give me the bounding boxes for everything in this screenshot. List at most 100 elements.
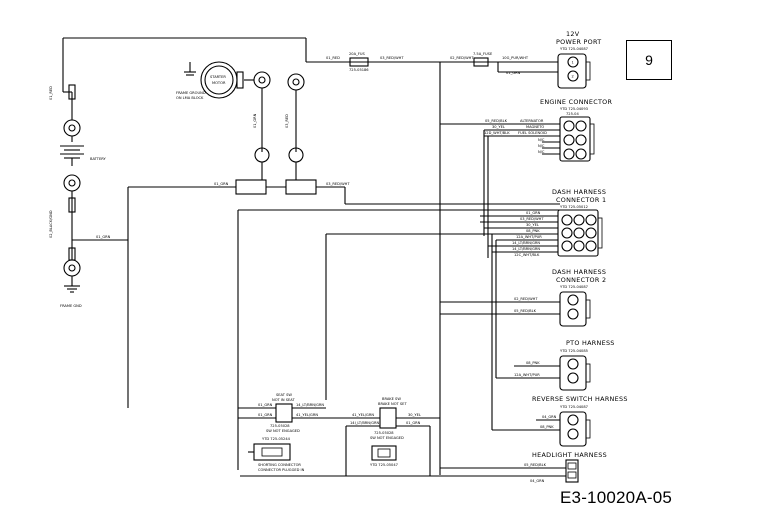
pto-connector: PTO HARNESS YTD 725-04085 08_PNK 12A_WHT… — [496, 339, 615, 391]
hl-a: 05_RED/BLK — [524, 463, 547, 467]
engine-sub: 725-04 — [566, 112, 579, 116]
hl-b: 04_GRN — [530, 479, 545, 483]
mid-grn-label: 01_GRN — [253, 113, 257, 128]
dash2-title: DASH HARNESS — [552, 268, 606, 276]
seat-plug-line2: SW NOT ENGAGED — [266, 429, 300, 433]
drawing-code: E3-10020A-05 — [560, 488, 673, 507]
seat-sw-line1: SEAT SW — [276, 393, 292, 397]
d1-wb: 12C_WHT/BLK — [514, 253, 540, 257]
d1-yel: 30_YEL — [526, 223, 539, 227]
pto-a: 08_PNK — [526, 361, 540, 365]
seat-yel: 41_YEL/GRN — [296, 413, 318, 417]
brake-plug-line1: 725-05028 — [374, 431, 394, 435]
nc1-label: N/C — [538, 138, 545, 142]
fuse-red-label: 20A_FUS — [349, 52, 366, 56]
left-red-label: 01_RED — [49, 86, 53, 100]
d2-a: 02_RED/WHT — [514, 297, 538, 301]
dash2-connector: DASH HARNESS CONNECTOR 2 YTD 725-04087 0… — [440, 268, 606, 327]
brake-switch: BRAKE SW BRAKE NOT SET 41_YEL/GRN 30_YEL… — [345, 397, 440, 476]
pp-pin2: 2 — [572, 75, 574, 79]
battery-label: BATTERY — [90, 157, 107, 161]
frame-ground-line2: ON LMA BLOCK — [176, 96, 204, 100]
d1-tb: 14_LT/BRN/GRN — [512, 241, 540, 245]
reverse-title: REVERSE SWITCH HARNESS — [532, 395, 628, 403]
dash1-connector: DASH HARNESS CONNECTOR 1 YTD 725-05012 0… — [326, 188, 606, 430]
dash1-part: YTD 725-05012 — [560, 205, 588, 209]
dash2-part: YTD 725-04087 — [560, 285, 588, 289]
pur-wht-label: 10G_PUR/WHT — [502, 56, 529, 60]
mid-grn2-label: 01_GRN — [214, 182, 229, 186]
brk-lt: 14I_LT/BRN/GRN — [350, 421, 379, 425]
dash1-title2: CONNECTOR 1 — [556, 196, 606, 204]
top-red-label: 01_RED — [326, 56, 340, 60]
fuse-sub-label: 725-05186 — [349, 68, 369, 72]
dash2-title2: CONNECTOR 2 — [556, 276, 606, 284]
engine-part: YTD 725-04093 — [560, 107, 588, 111]
seat-plug-line1: 725-05028 — [270, 424, 290, 428]
seat-grn2: 01_GRN — [258, 413, 273, 417]
d1-wp: 12A_WHT/PUR — [516, 235, 542, 239]
dash1-title: DASH HARNESS — [552, 188, 606, 196]
brk-30: 30_YEL — [408, 413, 421, 417]
fuse2-label: 7.5A_FUSE — [473, 52, 493, 56]
page-number: 9 — [645, 52, 653, 68]
pto-b: 12A_WHT/PUR — [514, 373, 540, 377]
pto-part: YTD 725-04085 — [560, 349, 588, 353]
power-port-connector: 12V POWER PORT YTD 725-04087 1 2 — [556, 30, 601, 89]
red-wht-label: 03_RED/WHT — [380, 56, 404, 60]
frame-gnd-label: FRAME GND — [60, 304, 82, 308]
d1-pnk: 08_PNK — [526, 229, 540, 233]
starter-line1: STARTER — [210, 75, 226, 79]
rev-b: 08_PNK — [540, 425, 554, 429]
power-port-title: 12V — [566, 30, 580, 38]
reverse-connector: REVERSE SWITCH HARNESS YTD 725-04087 04_… — [492, 395, 628, 447]
starter-motor: STARTER MOTOR FRAME GROUND ON LMA BLOCK … — [176, 61, 317, 195]
brk-yel: 41_YEL/GRN — [352, 413, 374, 417]
left-black-label: 02_BLACK/GND — [49, 210, 53, 238]
headlight-title: HEADLIGHT HARNESS — [532, 451, 607, 459]
shorting-line1: YTD 725-05244 — [262, 437, 291, 441]
top-bus: 01_RED 20A_FUS 725-05186 03_RED/WHT 02_R… — [326, 52, 558, 475]
shorting-line3: CONNECTOR PLUGGED IN — [258, 468, 305, 472]
nc3-label: N/C — [538, 150, 545, 154]
power-port-part: YTD 725-04087 — [560, 47, 588, 51]
battery-chain: 01_RED 02_BLACK/GND BATTERY 01_GRN FRAME… — [49, 37, 345, 308]
engine-connector: ENGINE CONNECTOR YTD 725-04093 725-04 05… — [440, 98, 612, 258]
reverse-part: YTD 725-04087 — [560, 405, 588, 409]
d1-grn: 01_GRN — [526, 211, 541, 215]
seat-grn: 01_GRN — [258, 403, 273, 407]
grn-top-label: 01_GRN — [506, 71, 521, 75]
rev-a: 04_GRN — [542, 415, 557, 419]
frame-ground-line1: FRAME GROUND — [176, 91, 206, 95]
red-blk-label: 05_RED/BLK — [485, 119, 508, 123]
pto-title: PTO HARNESS — [566, 339, 615, 347]
red-wht2-label: 02_RED/WHT — [450, 56, 474, 60]
wht-blk-label: 12D_WHT/BLK — [484, 131, 510, 135]
shorting-line2: SHORTING CONNECTOR — [258, 463, 301, 467]
d2-b: 05_RED/BLK — [514, 309, 537, 313]
mid-red2-label: 03_RED/WHT — [326, 182, 350, 186]
power-port-title2: POWER PORT — [556, 38, 601, 46]
brk-grn: 01_GRN — [406, 421, 421, 425]
mid-red-label: 03_RED — [285, 114, 289, 128]
starter-line2: MOTOR — [212, 81, 226, 85]
mid-bus: 01_GRN 03_RED/WHT — [127, 182, 560, 470]
seat-sw-line2: NOT IN SEAT — [272, 398, 295, 402]
left-grn-label: 01_GRN — [96, 235, 111, 239]
brake-sw-line1: BRAKE SW — [382, 397, 401, 401]
brake-part: YTD 725-05047 — [370, 463, 398, 467]
magneto-label: MAGNETO — [526, 125, 544, 129]
seat-lt: 14_LT/BRN/GRN — [296, 403, 324, 407]
d1-lb: 14_LT/BRN/GRN — [512, 247, 540, 251]
brake-plug-line2: SW NOT ENGAGED — [370, 436, 404, 440]
alt-label: ALTERNATOR — [520, 119, 544, 123]
yel-label: 30_YEL — [492, 125, 505, 129]
brake-sw-line2: BRAKE NOT SET — [378, 402, 407, 406]
fuel-label: FUEL SOLENOID — [518, 131, 547, 135]
d1-red: 03_RED/WHT — [520, 217, 544, 221]
seat-switch: SEAT SW NOT IN SEAT 01_GRN 14_LT/BRN/GRN… — [238, 393, 360, 472]
nc2-label: N/C — [538, 144, 545, 148]
headlight-connector: HEADLIGHT HARNESS 05_RED/BLK 04_GRN — [240, 451, 607, 483]
engine-title: ENGINE CONNECTOR — [540, 98, 612, 106]
